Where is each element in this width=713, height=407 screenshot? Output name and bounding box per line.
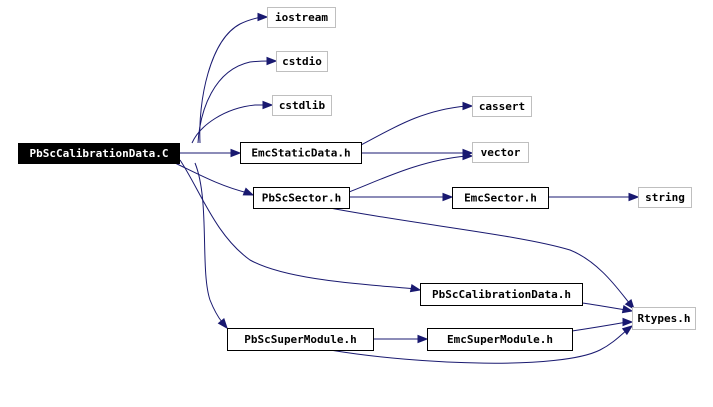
edge-pbscsector-rtypes <box>329 207 635 311</box>
arrowhead-icon <box>409 283 422 293</box>
node-pbsccalib[interactable]: PbScCalibrationData.h <box>420 283 583 306</box>
edge-line <box>199 16 263 144</box>
arrowhead-icon <box>621 304 634 314</box>
edge-line <box>194 162 223 323</box>
node-label: EmcStaticData.h <box>251 147 350 160</box>
node-label: PbScCalibrationData.C <box>29 147 168 160</box>
edge-line <box>348 155 468 193</box>
arrowhead-icon <box>621 325 634 336</box>
node-label: EmcSuperModule.h <box>447 333 553 346</box>
node-label: PbScCalibrationData.h <box>432 288 571 301</box>
arrowhead-icon <box>257 12 269 22</box>
edge-pbscsuper-emcsuper <box>373 334 429 344</box>
arrowhead-icon <box>417 334 429 344</box>
node-box <box>420 283 583 306</box>
nodes-layer: PbScCalibrationData.C iostream cstdio cstdl… <box>18 7 696 351</box>
arrowhead-icon <box>442 192 454 202</box>
arrowhead-icon <box>230 148 242 158</box>
node-box <box>18 143 180 164</box>
arrowhead-icon <box>622 317 634 327</box>
edge-line <box>197 60 272 144</box>
edge-line <box>174 162 249 194</box>
node-cstdlib[interactable]: cstdlib <box>272 95 332 116</box>
node-box <box>272 95 332 116</box>
arrowhead-icon <box>462 101 474 111</box>
node-label: PbScSector.h <box>262 192 341 205</box>
node-box <box>452 187 549 209</box>
edge-pbsccalib-rtypes <box>581 302 634 314</box>
node-string[interactable]: string <box>638 187 692 208</box>
edge-line <box>360 105 468 146</box>
edge-line <box>329 328 629 364</box>
node-vector[interactable]: vector <box>472 142 529 163</box>
edge-root-pbsccalib <box>179 159 422 293</box>
node-box <box>227 328 374 351</box>
node-iostream[interactable]: iostream <box>267 7 336 28</box>
node-box <box>632 307 696 330</box>
node-emcsuper[interactable]: EmcSuperModule.h <box>427 328 573 351</box>
edge-pbscsuper-rtypes <box>329 325 634 364</box>
node-label: EmcSector.h <box>464 192 537 205</box>
node-label: iostream <box>275 11 328 24</box>
node-emcstatic[interactable]: EmcStaticData.h <box>240 142 362 164</box>
edge-line <box>571 321 628 332</box>
node-label: vector <box>481 146 521 159</box>
node-rtypes[interactable]: Rtypes.h <box>632 307 696 330</box>
edge-line <box>581 302 628 311</box>
node-box <box>638 187 692 208</box>
node-label: string <box>645 191 685 204</box>
edges-layer <box>174 12 640 364</box>
node-label: cstdlib <box>279 99 326 112</box>
arrowhead-icon <box>624 298 635 311</box>
node-pbscsector[interactable]: PbScSector.h <box>253 187 350 209</box>
node-box <box>427 328 573 351</box>
node-box <box>472 96 532 117</box>
edge-emcsector-string <box>548 192 640 202</box>
node-cstdio[interactable]: cstdio <box>276 51 328 72</box>
node-label: cassert <box>479 100 525 113</box>
edge-root-pbscsuper <box>194 162 228 330</box>
node-box <box>276 51 328 72</box>
node-emcsector[interactable]: EmcSector.h <box>452 187 549 209</box>
node-box <box>472 142 529 163</box>
edge-root-cstdlib <box>191 100 274 144</box>
edge-emcstatic-cassert <box>360 101 474 146</box>
node-pbscsuper[interactable]: PbScSuperModule.h <box>227 328 374 351</box>
node-root[interactable]: PbScCalibrationData.C <box>18 143 180 164</box>
node-label: Rtypes.h <box>638 312 691 325</box>
arrowhead-icon <box>217 317 228 330</box>
edge-line <box>329 207 631 305</box>
edge-pbscsector-vector <box>348 151 474 193</box>
node-label: PbScSuperModule.h <box>244 333 357 346</box>
edge-pbscsector-emcsector <box>349 192 454 202</box>
edge-emcstatic-vector <box>361 148 474 158</box>
edge-line <box>191 104 267 144</box>
edge-root-iostream <box>199 12 269 144</box>
edge-root-emcstatic <box>179 148 242 158</box>
edge-line <box>179 159 416 290</box>
node-cassert[interactable]: cassert <box>472 96 532 117</box>
node-box <box>267 7 336 28</box>
edge-root-pbscsector <box>174 162 255 196</box>
node-label: cstdio <box>282 55 322 68</box>
node-box <box>240 142 362 164</box>
arrowhead-icon <box>262 100 274 110</box>
node-box <box>253 187 350 209</box>
arrowhead-icon <box>462 151 474 161</box>
edge-root-cstdio <box>197 56 278 144</box>
arrowhead-icon <box>266 56 278 66</box>
arrowhead-icon <box>628 192 640 202</box>
arrowhead-icon <box>242 187 255 196</box>
edge-emcsuper-rtypes <box>571 317 634 332</box>
